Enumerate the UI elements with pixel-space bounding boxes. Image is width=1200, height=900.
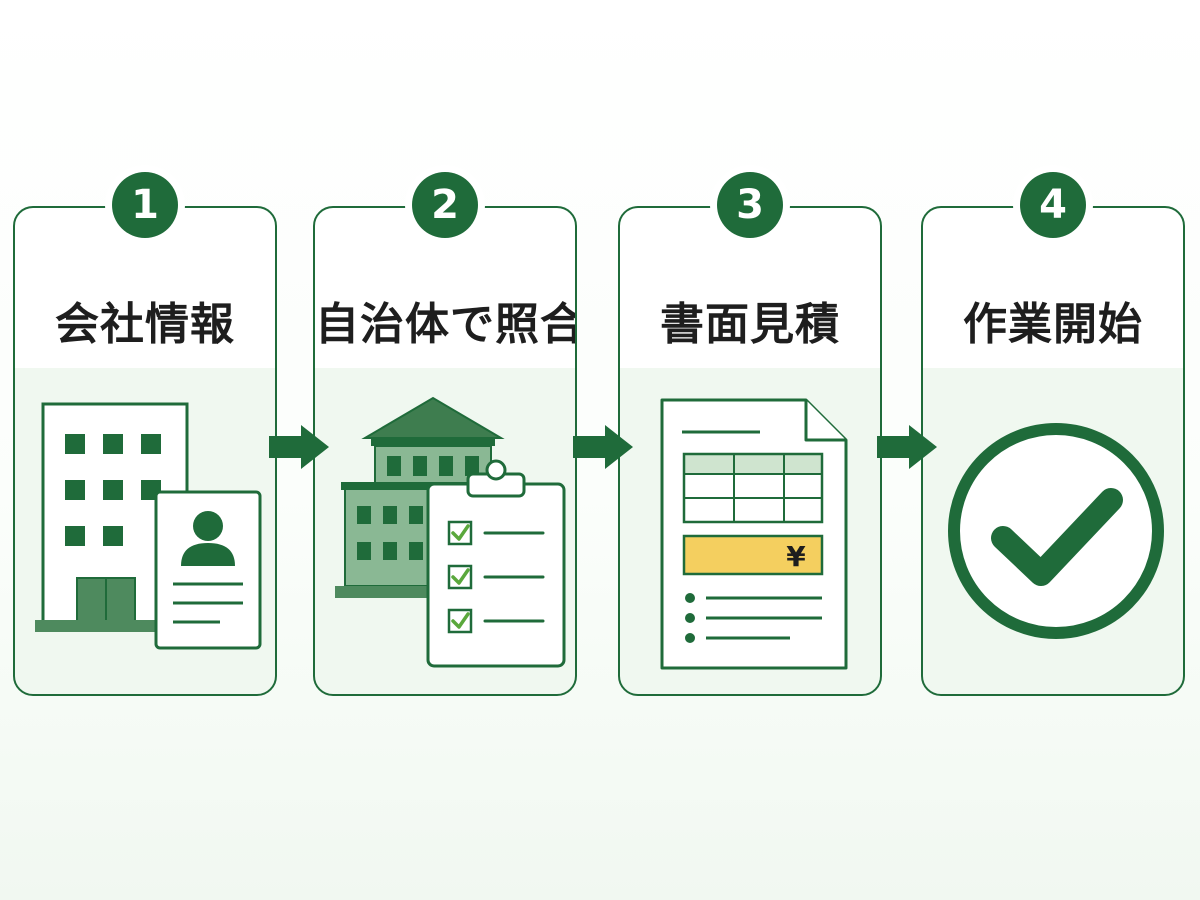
- step-number-3: 3: [717, 172, 783, 238]
- step-card-4: 作業開始: [921, 206, 1185, 696]
- arrow-right-icon: [269, 425, 329, 469]
- government-building-with-checklist-icon: [335, 396, 566, 668]
- arrow-right-icon: [877, 425, 937, 469]
- step-card-1: 会社情報: [13, 206, 277, 696]
- step-title-1: 会社情報: [55, 299, 235, 350]
- step-number-1: 1: [112, 172, 178, 238]
- step-card-3: 書面見積 ¥: [618, 206, 882, 696]
- quotation-document-icon: ¥: [660, 398, 848, 670]
- step-title-3: 書面見積: [660, 299, 840, 350]
- step-number-2: 2: [412, 172, 478, 238]
- step-title-2: 自治体で照合: [315, 299, 577, 350]
- step-title-4: 作業開始: [963, 299, 1143, 350]
- arrow-right-icon: [573, 425, 633, 469]
- check-circle-icon: [948, 423, 1164, 639]
- office-building-with-profile-card-icon: [35, 402, 262, 650]
- step-number-4: 4: [1020, 172, 1086, 238]
- step-card-2: 自治体で照合: [313, 206, 577, 696]
- yen-sign: ¥: [786, 540, 806, 573]
